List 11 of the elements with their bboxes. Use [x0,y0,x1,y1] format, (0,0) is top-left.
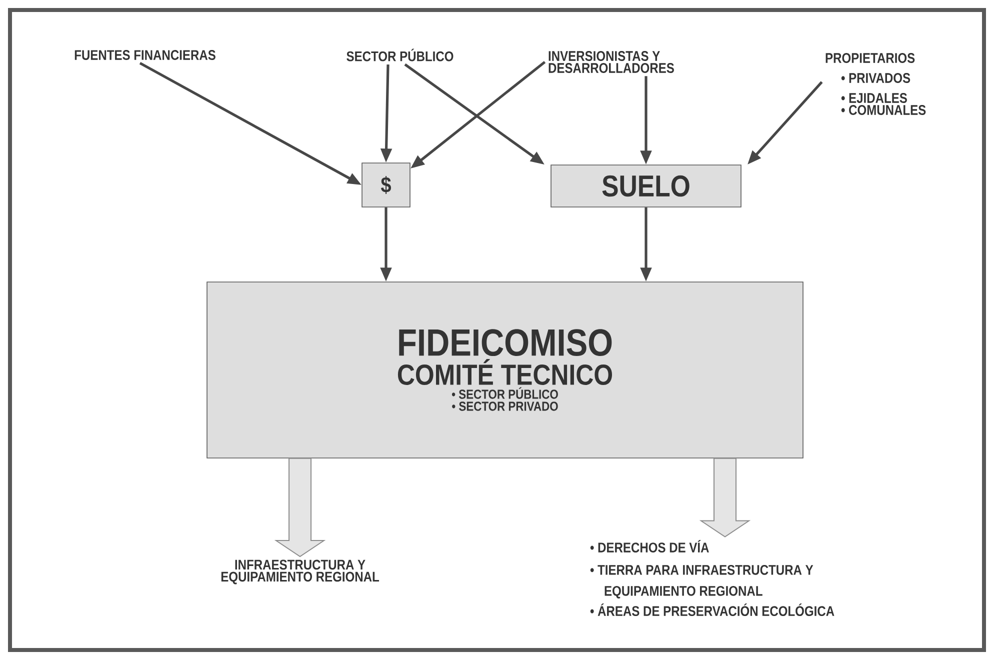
outcome-label: INFRAESTRUCTURA Y EQUIPAMIENTO REGIONAL [221,560,380,584]
source-label: SECTOR PÚBLICO [346,48,454,62]
source-label: INVERSIONISTAS Y DESARROLLADORES [548,51,674,73]
process-box: $ [362,162,410,208]
source-label: FUENTES FINANCIERAS [74,50,216,60]
block-arrow [274,458,326,558]
trust-box: FIDEICOMISO COMITÉ TECNICO • SECTOR PÚBLICO • SECTOR PRIVADO [206,282,804,458]
source-list: PROPIETARIOS • PRIVADOS • EJIDALES • COMUNALES [826,53,926,115]
block-arrow [699,458,751,538]
outcome-list: • DERECHOS DE VÍA • TIERRA PARA INFRAESTRUCTURA Y EQUIPAMIENTO REGIONAL • ÁREAS DE PRESERVACIÓN ECOLÓGICA [590,540,834,616]
process-box: SUELO [550,164,742,208]
